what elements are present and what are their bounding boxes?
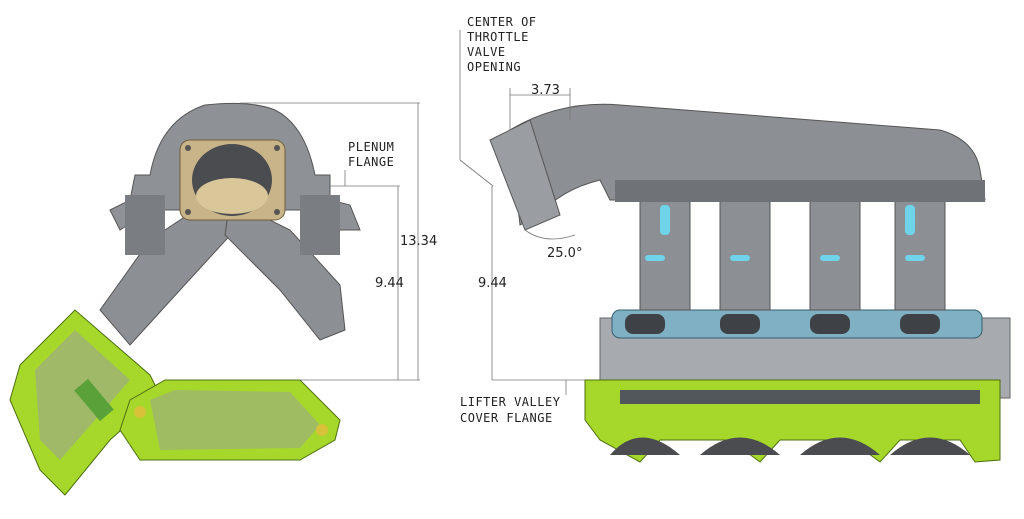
injector-boss [905, 255, 925, 261]
head-bolt [316, 424, 328, 436]
right-side-view [459, 30, 1011, 463]
lifter-label-1: LIFTER VALLEY [460, 395, 561, 409]
right-runner [224, 199, 346, 341]
flange-bolt-hole [274, 145, 280, 151]
left-end-view [9, 102, 420, 496]
lifter-label-2: COVER FLANGE [460, 411, 553, 425]
dim-3-73: 3.73 [531, 83, 560, 98]
throttle-label-3: VALVE [467, 45, 506, 59]
throttle-label-1: CENTER OF [467, 15, 537, 29]
lifter-valley-slot [620, 390, 980, 404]
head-bolt [134, 406, 146, 418]
plenum-flange-rail [615, 180, 985, 202]
left-head-port [74, 378, 114, 422]
flange-bolt-hole [185, 209, 191, 215]
throttle-inlet [489, 119, 561, 231]
right-head-detail [150, 390, 320, 450]
throttle-label-4: OPENING [467, 60, 522, 74]
plenum-flange-label-1: PLENUM [348, 140, 395, 154]
right-side-rib [300, 195, 340, 255]
port-opening [810, 314, 850, 334]
dim-9-44-right: 9.44 [478, 276, 507, 291]
port-opening [900, 314, 940, 334]
throttle-label-2: THROTTLE [467, 30, 529, 44]
port-opening [720, 314, 760, 334]
injector-boss [660, 205, 670, 235]
plenum-flange-label-2: FLANGE [348, 155, 395, 169]
left-side-rib [125, 195, 165, 255]
angle-arc [524, 229, 576, 240]
dim-25-deg: 25.0° [547, 246, 583, 261]
injector-boss [730, 255, 750, 261]
injector-boss [645, 255, 665, 261]
flange-bolt-hole [274, 209, 280, 215]
port-opening [625, 314, 665, 334]
throttle-blade [196, 178, 268, 214]
bore-cutouts [610, 437, 970, 455]
dim-13-34: 13.34 [400, 234, 438, 249]
injector-boss [905, 205, 915, 235]
dim-9-44-left: 9.44 [375, 276, 404, 291]
flange-bolt-hole [185, 145, 191, 151]
throttle-leader-angle [459, 159, 494, 187]
injector-boss [820, 255, 840, 261]
intake-gasket-rail [611, 309, 983, 339]
